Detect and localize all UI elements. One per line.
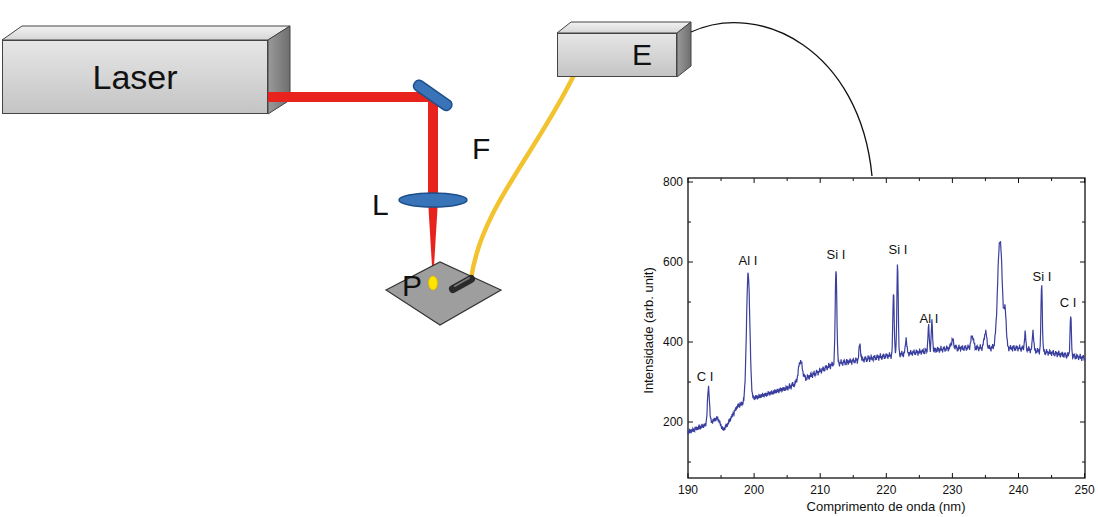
x-tick <box>1018 473 1019 478</box>
laser-box: Laser <box>2 40 268 114</box>
x-tick-label: 230 <box>942 484 962 496</box>
sample-plate: P <box>385 258 503 328</box>
plate-shape <box>386 262 501 325</box>
x-tick-label: 210 <box>810 484 830 496</box>
x-tick <box>820 473 821 478</box>
beam-path <box>268 97 433 200</box>
y-tick-label: 800 <box>663 176 683 188</box>
x-tick <box>985 178 986 181</box>
x-tick-label: 250 <box>1075 484 1095 496</box>
peak-label: Al I <box>920 312 939 325</box>
y-tick <box>1082 462 1085 463</box>
peak-label: Si I <box>827 248 846 261</box>
fiber-probe-highlight <box>455 278 469 286</box>
plasma-spark <box>429 276 438 290</box>
x-tick <box>754 473 755 478</box>
x-tick-label: 240 <box>1008 484 1028 496</box>
x-tick-label: 220 <box>876 484 896 496</box>
y-tick <box>688 382 691 383</box>
x-tick <box>1084 178 1085 183</box>
y-tick <box>688 182 693 183</box>
chart-frame <box>688 178 1085 478</box>
peak-label: C I <box>697 370 714 383</box>
y-tick <box>1082 302 1085 303</box>
y-tick <box>688 462 691 463</box>
y-tick <box>1082 222 1085 223</box>
x-tick <box>1051 178 1052 181</box>
peak-label: Si I <box>1033 270 1052 283</box>
signal-cable <box>691 23 872 176</box>
x-tick <box>688 473 689 478</box>
x-axis-title: Comprimento de onda (nm) <box>807 500 966 513</box>
y-tick <box>688 302 691 303</box>
x-tick <box>853 178 854 181</box>
x-tick <box>820 178 821 183</box>
laser-top-face <box>2 26 290 40</box>
peak-label: Al I <box>739 254 758 267</box>
peak-label: C I <box>1060 296 1077 309</box>
x-tick <box>1084 473 1085 478</box>
y-tick <box>1082 382 1085 383</box>
y-tick-label: 400 <box>663 336 683 348</box>
x-tick <box>853 475 854 478</box>
box-label: Laser <box>92 58 177 97</box>
x-tick <box>952 178 953 183</box>
lens <box>399 193 467 207</box>
y-tick <box>1080 422 1085 423</box>
y-tick <box>688 422 693 423</box>
spectrometer-top-face <box>557 22 691 33</box>
peak-label: Si I <box>889 243 908 256</box>
x-tick <box>688 178 689 183</box>
x-tick <box>919 475 920 478</box>
x-tick <box>754 178 755 183</box>
fiber-label: F <box>472 134 490 164</box>
box-label: E <box>632 38 652 72</box>
y-axis-title: Intensidade (arb. unit) <box>642 267 655 393</box>
y-tick <box>1080 262 1085 263</box>
chart-ticks <box>688 178 1085 478</box>
y-tick <box>1080 342 1085 343</box>
x-tick-label: 190 <box>678 484 698 496</box>
x-tick <box>886 473 887 478</box>
spectrometer-box: E <box>557 33 677 77</box>
x-tick <box>721 178 722 181</box>
x-tick <box>952 473 953 478</box>
x-tick <box>1018 178 1019 183</box>
spectrum-line <box>688 241 1085 434</box>
y-tick-label: 600 <box>663 256 683 268</box>
laser-beam <box>268 97 438 283</box>
y-tick-label: 200 <box>663 416 683 428</box>
plate-label: P <box>402 271 422 301</box>
x-tick <box>1051 475 1052 478</box>
x-tick <box>985 475 986 478</box>
x-tick <box>721 475 722 478</box>
x-tick <box>919 178 920 181</box>
y-tick <box>688 342 693 343</box>
optical-fiber <box>471 77 573 279</box>
y-tick <box>688 262 693 263</box>
lens-label: L <box>372 190 389 220</box>
x-tick <box>787 178 788 181</box>
y-tick <box>688 222 691 223</box>
fiber-probe <box>453 279 471 289</box>
x-tick <box>886 178 887 183</box>
fiber-path <box>471 77 573 279</box>
spectrometer-side-face <box>677 22 691 77</box>
x-tick <box>787 475 788 478</box>
mirror <box>412 78 454 112</box>
x-tick-label: 200 <box>744 484 764 496</box>
